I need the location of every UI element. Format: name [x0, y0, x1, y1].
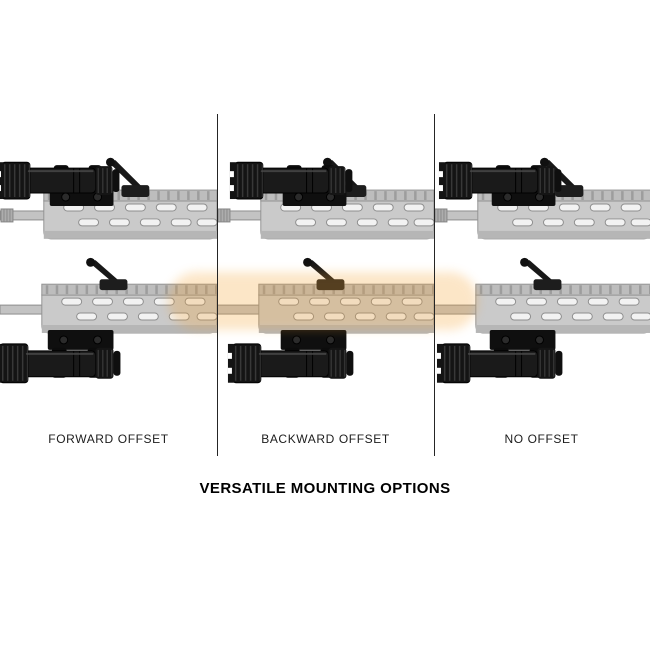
column-divider-left — [217, 114, 218, 456]
figure-forward-offset-top — [0, 148, 217, 263]
figure-no-offset-bottom — [434, 256, 650, 396]
rifle-flashlight-image — [0, 148, 217, 263]
rifle-flashlight-image — [434, 256, 650, 396]
figure-no-offset-top — [434, 148, 650, 263]
image-title: VERSATILE MOUNTING OPTIONS — [199, 480, 451, 497]
figure-backward-offset-top — [217, 148, 434, 263]
option-label-no-offset: NO OFFSET — [504, 432, 579, 446]
option-label-backward-offset: BACKWARD OFFSET — [261, 432, 390, 446]
rifle-flashlight-image — [217, 256, 434, 396]
rifle-flashlight-image — [434, 148, 650, 263]
rifle-flashlight-image — [0, 256, 217, 396]
figure-backward-offset-bottom — [217, 256, 434, 396]
rifle-flashlight-image — [217, 148, 434, 263]
figure-forward-offset-bottom — [0, 256, 217, 396]
column-divider-right — [434, 114, 435, 456]
option-label-forward-offset: FORWARD OFFSET — [48, 432, 169, 446]
